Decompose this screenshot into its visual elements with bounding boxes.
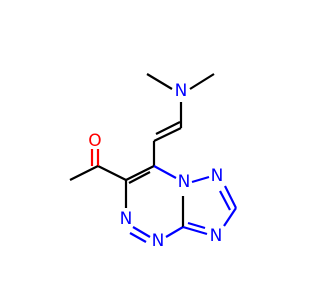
molecule-structure-diagram: N O N N N N N	[69, 73, 237, 251]
atom-label-amine-nitrogen: N	[175, 81, 188, 101]
bond-n-lower-c8a-double	[187, 221, 206, 230]
atom-label-carbonyl-oxygen: O	[88, 131, 101, 151]
bond-n-lower-c8a	[182, 225, 208, 236]
bond-c4-c3	[125, 165, 155, 181]
bond-n-methyl-right	[189, 73, 215, 90]
bond-c4-c3-double	[128, 171, 151, 184]
bond-n-methyl-left	[146, 73, 173, 90]
bond-carbonyl-methyl	[69, 165, 99, 181]
bond-n1-c8a	[165, 226, 184, 238]
bond-n-bridge-n-upper	[191, 175, 210, 184]
bond-vinyl-double-outer	[153, 127, 182, 142]
bond-n-upper-ch-double	[219, 190, 231, 211]
bond-c4-n-bridge	[153, 165, 177, 179]
bond-ch-n-lower	[223, 207, 237, 227]
bond-n2-n1-double	[129, 232, 147, 243]
bond-n2-n1	[132, 226, 151, 238]
atom-label-triazole-lower-nitrogen: N	[210, 226, 223, 246]
bond-lines	[69, 73, 237, 243]
bond-c3-carbonyl	[97, 165, 127, 181]
atom-labels: N O N N N N N	[88, 81, 223, 251]
atom-label-bridgehead-nitrogen: N	[178, 172, 191, 192]
atom-label-triazine-left-nitrogen: N	[120, 209, 133, 229]
atom-label-triazine-right-nitrogen: N	[152, 231, 165, 251]
atom-label-triazole-upper-nitrogen: N	[211, 166, 224, 186]
bond-vinyl-double-inner	[155, 121, 181, 135]
bond-n-upper-ch	[224, 185, 237, 209]
